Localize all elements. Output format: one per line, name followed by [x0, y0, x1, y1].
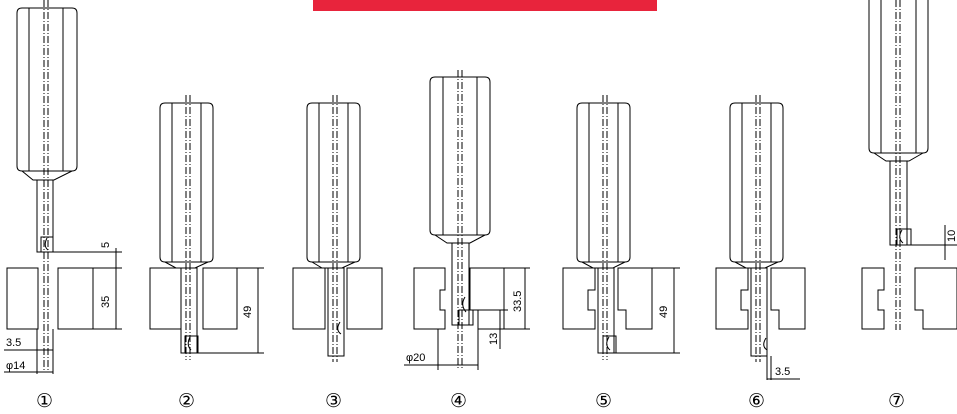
step-4-workpiece-right	[469, 267, 505, 330]
step-7-cutter	[896, 228, 912, 246]
step-5-shank	[597, 267, 615, 354]
step-6-workpiece-right	[770, 267, 806, 330]
step-7-dim-10: 10	[946, 230, 957, 242]
step-2-cutter	[184, 335, 199, 354]
step-1-dim-dia-14: φ14	[6, 360, 25, 372]
step-3-workpiece-left	[292, 267, 326, 330]
step-7-shank	[889, 160, 908, 246]
step-3-workpiece-right	[346, 267, 383, 330]
step-6-dim-3-5: 3.5	[775, 366, 790, 378]
step-label-7: ⑦	[888, 391, 905, 412]
step-7-holder	[868, 0, 929, 154]
step-7-workpiece-right	[914, 267, 957, 330]
step-3-holder	[306, 102, 361, 263]
step-3-assembly	[292, 95, 383, 362]
step-1-cutter	[40, 236, 54, 253]
step-2-workpiece-right	[202, 267, 238, 330]
step-6-workpiece-left	[715, 267, 749, 330]
step-1-dim-35: 35	[100, 296, 112, 308]
step-1-dim-3-5: 3.5	[6, 337, 21, 349]
title-banner	[313, 0, 657, 11]
step-1-dim-5: 5	[100, 242, 112, 248]
step-1-holder	[16, 7, 78, 172]
step-4-assembly: 33.5 13 φ20	[404, 70, 530, 370]
step-label-2: ②	[178, 391, 195, 412]
step-6-shank	[750, 267, 768, 357]
step-7-workpiece-left	[861, 267, 885, 330]
step-5-dim-49: 49	[658, 306, 670, 318]
step-4-shank	[451, 242, 470, 326]
step-1-shank	[36, 179, 54, 253]
step-1-workpiece-right	[57, 267, 94, 330]
step-5-assembly: 49	[562, 95, 680, 360]
step-2-dim-49: 49	[242, 306, 254, 318]
step-6-holder	[729, 102, 784, 263]
step-2-assembly: 49	[149, 95, 264, 360]
step-5-workpiece-left	[562, 267, 596, 330]
step-5-holder	[576, 102, 631, 263]
step-1-taper	[21, 170, 73, 181]
step-7-assembly: 10	[861, 0, 957, 330]
step-4-dim-33-5: 33.5	[512, 291, 524, 312]
step-3-shank	[327, 267, 345, 357]
step-2-workpiece-left	[149, 267, 182, 330]
step-5-workpiece-right	[617, 267, 653, 330]
step-label-4: ④	[450, 391, 467, 412]
step-2-holder	[159, 102, 214, 263]
step-4-workpiece-left	[413, 267, 446, 330]
step-4-holder	[429, 76, 491, 236]
step-label-1: ①	[36, 391, 53, 412]
step-1-workpiece-left	[6, 267, 39, 330]
step-label-5: ⑤	[595, 391, 612, 412]
step-label-6: ⑥	[748, 391, 765, 412]
step-4-cutter	[458, 309, 474, 326]
step-4-dim-dia-20: φ20	[406, 352, 425, 364]
step-1-assembly: 5 35 3.5 φ14	[4, 0, 122, 374]
step-label-3: ③	[325, 391, 342, 412]
step-4-dim-13: 13	[488, 333, 500, 345]
step-6-assembly: 3.5	[715, 95, 806, 380]
